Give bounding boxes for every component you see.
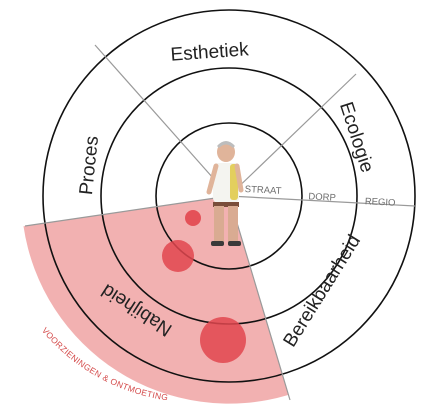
dot-regio	[200, 317, 246, 363]
label-bereikbaarheid: Bereikbaarheid	[280, 231, 366, 351]
spoke-upper-left	[94, 44, 230, 197]
label-esthetiek: Esthetiek	[170, 39, 250, 65]
ring-inner	[155, 122, 303, 270]
dot-dorp	[162, 240, 194, 272]
spoke-right	[228, 195, 416, 207]
person-figure	[206, 141, 244, 246]
dot-straat	[185, 210, 201, 226]
highlight-sector	[23, 196, 289, 404]
scale-label-straat: STRAAT	[244, 184, 281, 197]
spoke-left	[24, 195, 230, 227]
scale-label-dorp: DORP	[308, 191, 336, 203]
ring-outer	[42, 9, 416, 383]
label-proces: Proces	[76, 135, 103, 196]
label-ecologie: Ecologie	[335, 99, 377, 175]
spoke-upper-right	[228, 73, 357, 197]
scale-label-regio: REGIO	[365, 196, 396, 209]
spoke-lower	[228, 195, 291, 401]
